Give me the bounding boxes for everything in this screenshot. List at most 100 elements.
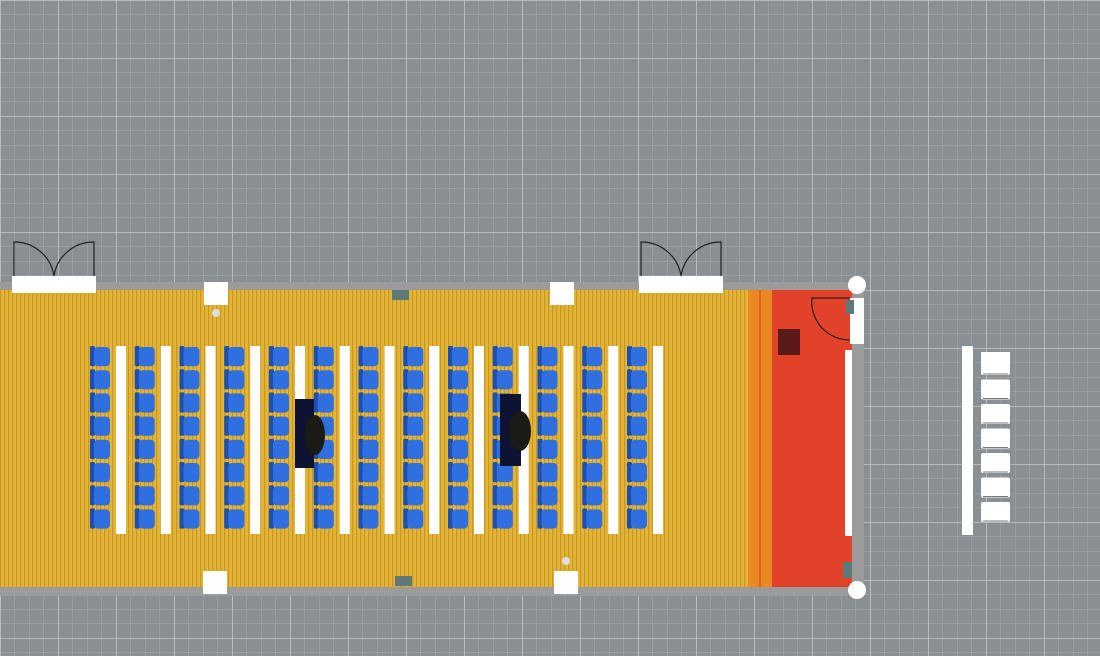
seat[interactable]	[358, 346, 379, 367]
seat[interactable]	[403, 508, 424, 529]
desk-row[interactable]	[339, 346, 350, 534]
seat[interactable]	[224, 485, 245, 506]
seat[interactable]	[582, 369, 603, 390]
seat[interactable]	[403, 462, 424, 483]
door-top-right[interactable]	[639, 241, 723, 293]
seat[interactable]	[448, 392, 468, 413]
seat[interactable]	[224, 508, 245, 529]
seat-row[interactable]	[90, 346, 126, 534]
camera-right[interactable]	[500, 394, 531, 466]
seat[interactable]	[403, 392, 424, 413]
seat[interactable]	[537, 438, 558, 459]
seat[interactable]	[582, 346, 603, 367]
seat[interactable]	[537, 508, 558, 529]
pillar-top-2[interactable]	[550, 282, 574, 305]
desk-row[interactable]	[116, 346, 126, 534]
wall-corner-node-top[interactable]	[848, 276, 866, 294]
seat[interactable]	[134, 485, 155, 506]
seat[interactable]	[627, 346, 647, 367]
lamp-icon[interactable]	[212, 309, 220, 317]
seat[interactable]	[134, 392, 155, 413]
seat[interactable]	[179, 346, 200, 367]
seat[interactable]	[269, 415, 289, 436]
seat[interactable]	[179, 415, 200, 436]
seat[interactable]	[313, 462, 334, 483]
seat[interactable]	[448, 346, 468, 367]
seat[interactable]	[134, 438, 155, 459]
seat[interactable]	[582, 415, 603, 436]
seat[interactable]	[448, 369, 468, 390]
seat[interactable]	[179, 462, 200, 483]
rack-item[interactable]	[981, 453, 1010, 473]
door-top-left[interactable]	[12, 241, 96, 293]
camera-left[interactable]	[295, 399, 325, 468]
projection-screen[interactable]	[845, 350, 852, 536]
seat[interactable]	[448, 462, 468, 483]
seat[interactable]	[627, 392, 647, 413]
rack-item[interactable]	[981, 428, 1010, 449]
seat[interactable]	[90, 462, 110, 483]
desk-row[interactable]	[384, 346, 395, 534]
seat[interactable]	[492, 485, 513, 506]
door-panel[interactable]	[639, 276, 723, 293]
seat[interactable]	[358, 485, 379, 506]
wall-corner-node-bottom[interactable]	[848, 581, 866, 599]
stage[interactable]	[748, 276, 866, 599]
seat[interactable]	[582, 438, 603, 459]
door-panel[interactable]	[12, 276, 96, 293]
desk-row[interactable]	[429, 346, 440, 534]
lectern[interactable]	[778, 329, 800, 355]
seat[interactable]	[313, 346, 334, 367]
seat[interactable]	[313, 392, 334, 413]
seat[interactable]	[358, 438, 379, 459]
seat-row[interactable]	[537, 346, 574, 534]
seat[interactable]	[90, 438, 110, 459]
seat[interactable]	[179, 392, 200, 413]
sensor-icon[interactable]	[846, 300, 854, 314]
pillar-top-1[interactable]	[204, 282, 228, 305]
seat[interactable]	[627, 508, 647, 529]
outside-chair-rack[interactable]	[962, 346, 1010, 535]
desk-row[interactable]	[474, 346, 484, 534]
seat[interactable]	[313, 369, 334, 390]
lamp-icon[interactable]	[562, 557, 570, 565]
seat[interactable]	[403, 438, 424, 459]
seat[interactable]	[537, 485, 558, 506]
seat[interactable]	[358, 369, 379, 390]
seat[interactable]	[179, 508, 200, 529]
desk-row[interactable]	[608, 346, 619, 534]
seat-row[interactable]	[448, 346, 484, 534]
seat[interactable]	[582, 508, 603, 529]
seat[interactable]	[224, 415, 245, 436]
desk-row[interactable]	[250, 346, 261, 534]
seat[interactable]	[537, 346, 558, 367]
pillar-bottom-1[interactable]	[203, 571, 227, 594]
seat-row[interactable]	[627, 346, 663, 534]
seat[interactable]	[582, 462, 603, 483]
seat[interactable]	[403, 369, 424, 390]
seat[interactable]	[582, 392, 603, 413]
seat[interactable]	[403, 346, 424, 367]
seat[interactable]	[358, 415, 379, 436]
seat[interactable]	[627, 485, 647, 506]
seat[interactable]	[627, 369, 647, 390]
seat[interactable]	[269, 508, 289, 529]
seat-row[interactable]	[582, 346, 619, 534]
seat[interactable]	[537, 415, 558, 436]
seat[interactable]	[90, 346, 110, 367]
rack-bar[interactable]	[962, 346, 973, 535]
sensor-icon[interactable]	[392, 290, 409, 300]
seat[interactable]	[358, 508, 379, 529]
seat[interactable]	[224, 369, 245, 390]
seat[interactable]	[90, 392, 110, 413]
room-floor[interactable]	[0, 290, 748, 587]
rack-item[interactable]	[981, 404, 1010, 424]
seat[interactable]	[224, 392, 245, 413]
rack-item[interactable]	[981, 379, 1010, 400]
seat[interactable]	[537, 392, 558, 413]
seat[interactable]	[627, 415, 647, 436]
seat[interactable]	[269, 438, 289, 459]
seat[interactable]	[403, 415, 424, 436]
seat-row[interactable]	[358, 346, 395, 534]
seat[interactable]	[627, 462, 647, 483]
